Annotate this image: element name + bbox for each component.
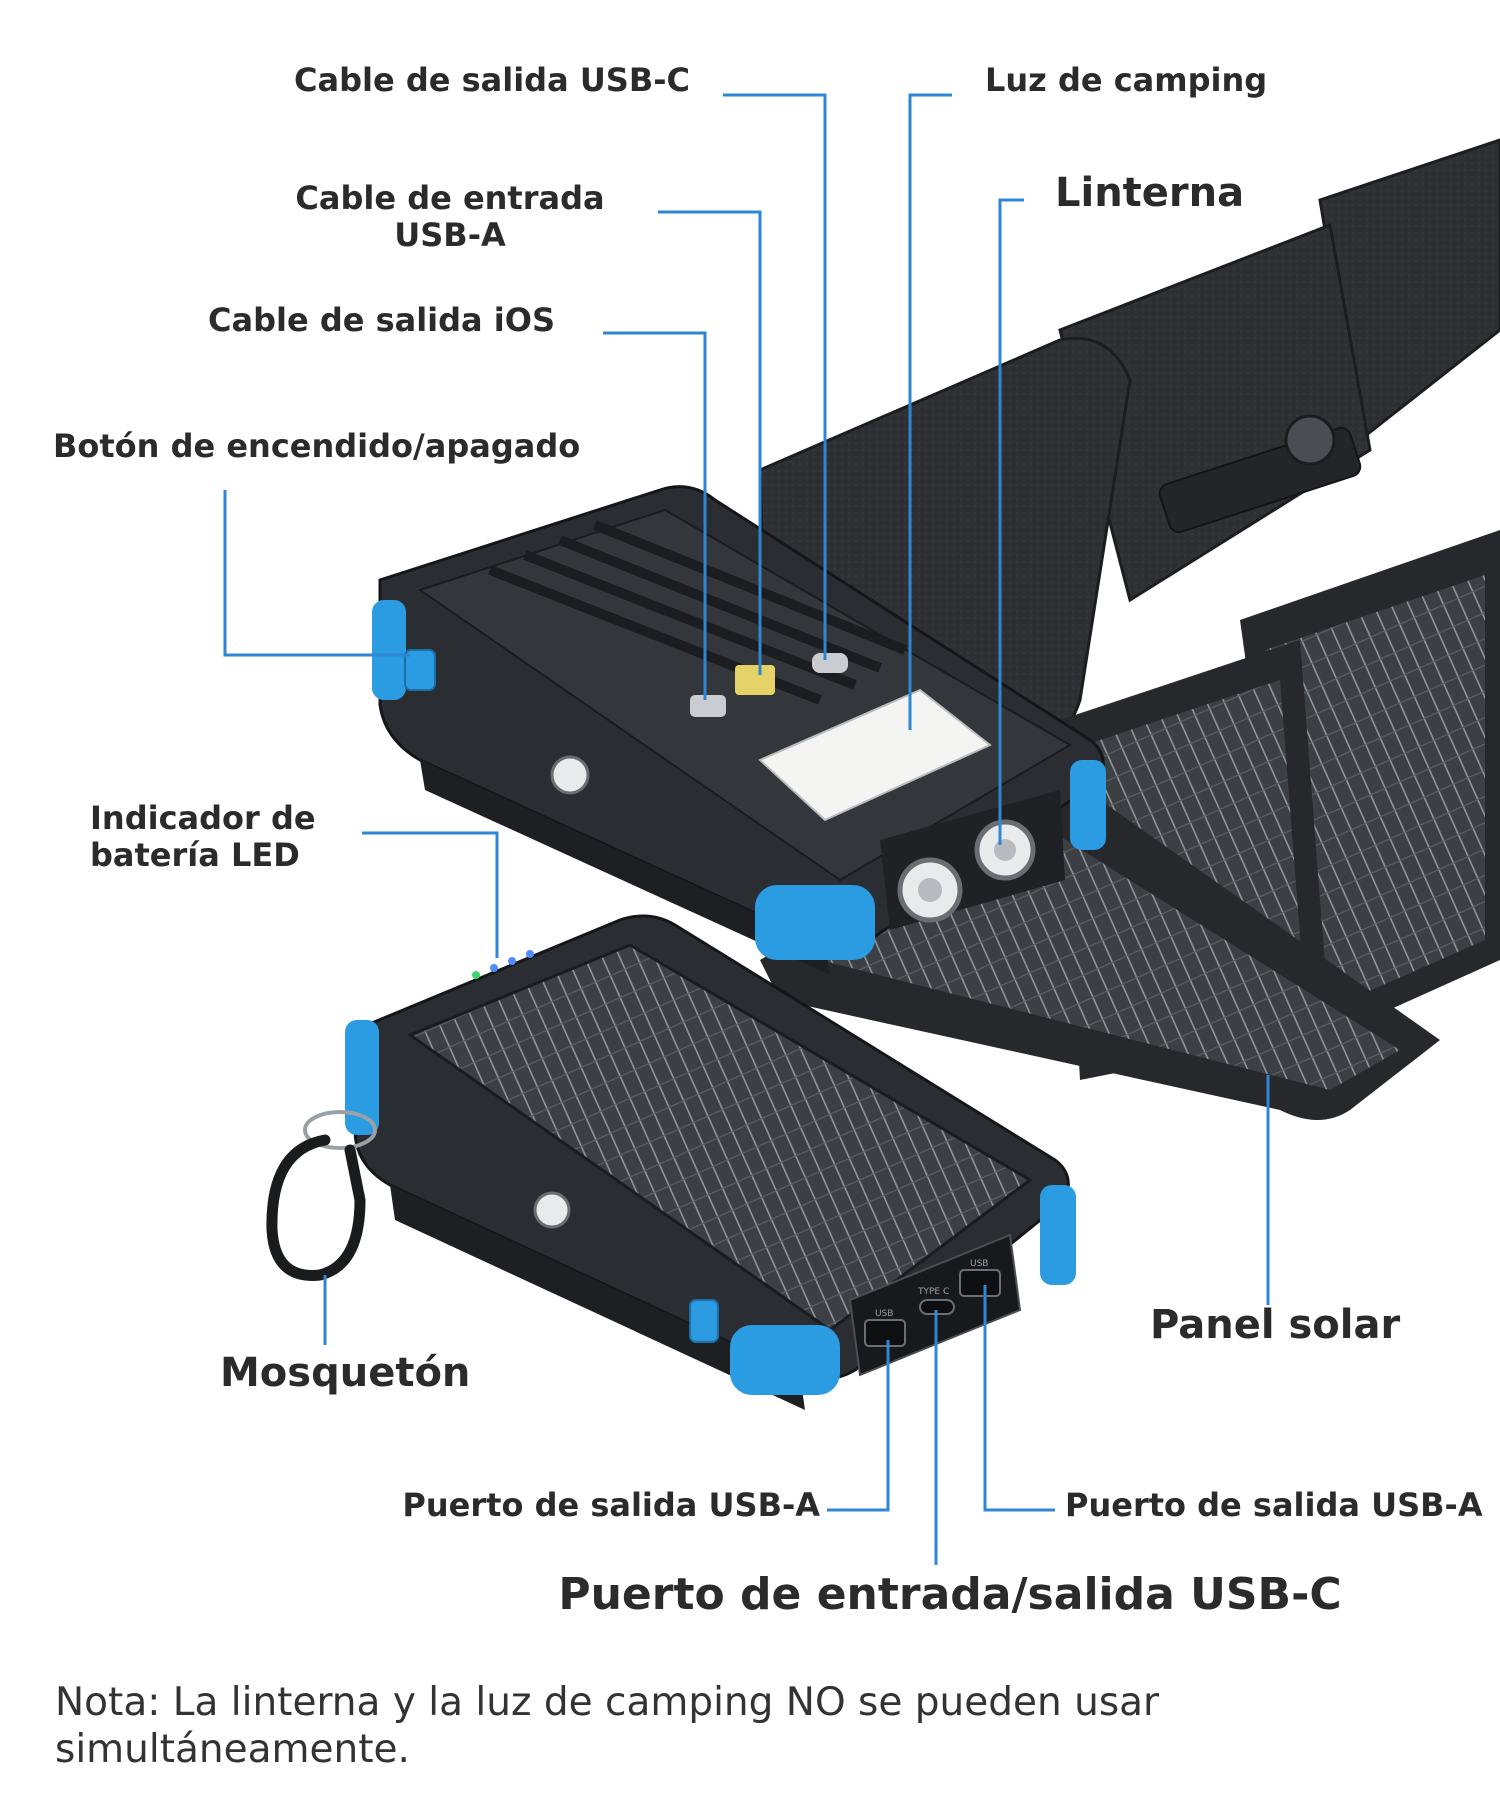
label-usb-c-output-cable: Cable de salida USB-C	[294, 61, 690, 99]
front-power-bank: USB TYPE C USB	[266, 914, 1076, 1410]
battery-led-dots	[472, 950, 534, 979]
carabiner-clip	[266, 1110, 377, 1281]
label-ios-output-cable: Cable de salida iOS	[208, 301, 555, 339]
port-mark-usb-right: USB	[970, 1259, 988, 1269]
camping-light-panel	[758, 688, 992, 822]
label-camping-light: Luz de camping	[985, 61, 1268, 99]
usb-a-port-left	[864, 1319, 906, 1347]
rear-power-bank	[372, 485, 1106, 975]
usb-c-cable-plug	[812, 653, 848, 673]
front-bumper-left	[345, 1020, 379, 1135]
label-carabiner: Mosquetón	[220, 1350, 471, 1396]
front-power-button	[689, 1299, 719, 1343]
front-bumper-corner-front	[730, 1325, 840, 1395]
rear-side-button	[550, 755, 590, 795]
label-usb-a-output-port-right: Puerto de salida USB-A	[1065, 1486, 1483, 1524]
rear-bumper-left	[372, 600, 406, 700]
rear-bumper-corner-right	[1070, 760, 1106, 850]
port-mark-usb-left: USB	[875, 1309, 893, 1319]
label-power-button: Botón de encendido/apagado	[53, 427, 581, 465]
label-led-battery-indicator: Indicador de batería LED	[90, 799, 316, 874]
label-flashlight: Linterna	[1055, 170, 1245, 216]
label-solar-panel: Panel solar	[1150, 1302, 1401, 1348]
leader-power-button	[223, 490, 410, 657]
rear-power-button	[404, 649, 436, 691]
usb-a-port-right	[959, 1269, 1001, 1297]
front-bumper-corner-right	[1040, 1185, 1076, 1285]
front-bank-side	[390, 1185, 805, 1410]
ios-cable-plug	[690, 695, 726, 717]
leader-flashlight	[998, 198, 1024, 845]
cover-snap-button	[1284, 414, 1336, 466]
folding-solar-panel	[758, 138, 1500, 1120]
leader-ios-output-cable	[603, 331, 707, 700]
leader-usb-c-output-cable	[723, 93, 827, 660]
leader-usb-a-port-left	[827, 1340, 890, 1512]
front-side-button	[533, 1191, 571, 1229]
usb-a-cable-plug	[735, 665, 775, 695]
front-solar-face	[406, 943, 1033, 1332]
rear-flashlight-housing	[880, 790, 1065, 930]
leader-usb-a-input-cable	[658, 210, 762, 675]
label-usb-c-input-output-port: Puerto de entrada/salida USB-C	[558, 1569, 1342, 1620]
leader-lines	[223, 93, 1270, 1565]
label-usb-a-input-cable: Cable de entrada USB-A	[295, 179, 605, 254]
leader-camping-light	[908, 93, 952, 730]
rear-bank-side	[420, 760, 830, 975]
note-text: Nota: La linterna y la luz de camping NO…	[55, 1680, 1160, 1772]
port-panel: USB TYPE C USB	[848, 1233, 1022, 1377]
label-usb-a-output-port-left: Puerto de salida USB-A	[402, 1486, 820, 1524]
leader-led-indicator	[362, 831, 499, 958]
rear-bumper-corner-front	[755, 885, 875, 960]
leader-usb-a-port-right	[983, 1285, 1055, 1512]
port-mark-type-c: TYPE C	[917, 1287, 949, 1297]
